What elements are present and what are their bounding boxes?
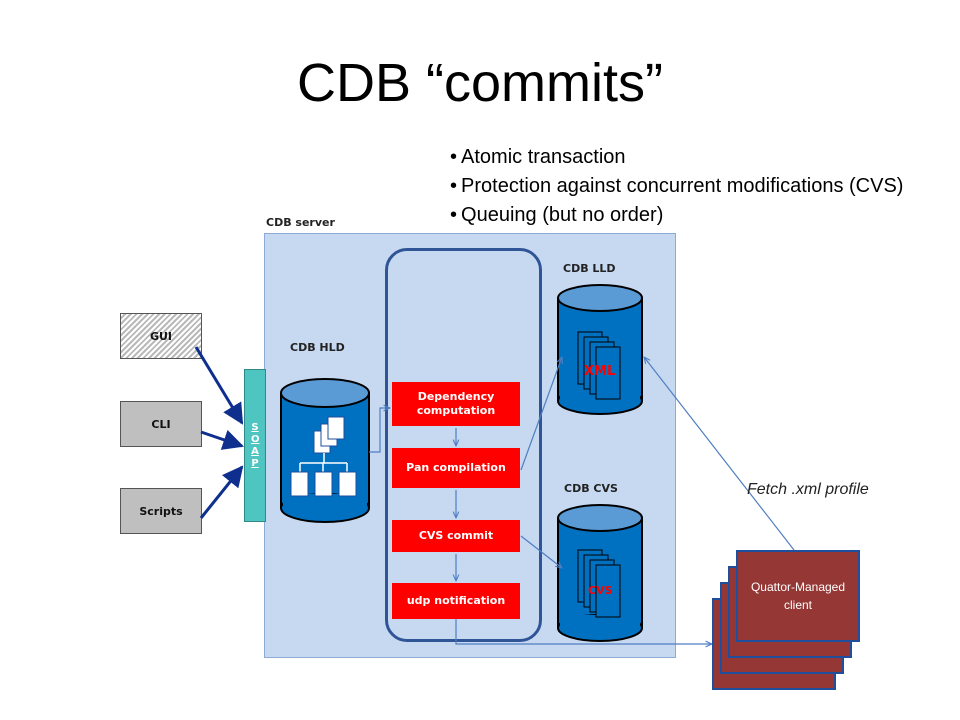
gui-to-soap-arrow — [194, 346, 244, 425]
cdb-server-label: CDB server — [266, 216, 335, 229]
fetch-profile-label: Fetch .xml profile — [747, 481, 869, 498]
cdb-hld-database-icon — [280, 378, 370, 523]
bullet-list: Atomic transaction Protection against co… — [450, 143, 903, 230]
cvs-commit-step: CVS commit — [392, 520, 520, 552]
page-title: CDB “commits” — [297, 53, 663, 113]
soap-interface: SOAP — [244, 369, 266, 522]
cli-to-soap-arrow — [200, 429, 244, 450]
pan-to-lld-arrow — [520, 357, 562, 471]
dependency-computation-step: Dependency computation — [392, 382, 520, 426]
udp-notification-step: udp notification — [392, 583, 520, 619]
cdb-lld-label: CDB LLD — [563, 262, 616, 275]
pan-compilation-step: Pan compilation — [392, 448, 520, 488]
xml-store-label: XML — [584, 364, 616, 379]
hld-to-pipeline-connector — [369, 408, 390, 453]
gui-client[interactable]: GUI — [120, 313, 202, 359]
cvs-commit-to-cvs-arrow — [520, 535, 562, 568]
cdb-cvs-database-icon — [557, 504, 643, 642]
scripts-client[interactable]: Scripts — [120, 488, 202, 534]
cdb-cvs-label: CDB CVS — [564, 482, 618, 495]
scripts-to-soap-arrow — [199, 465, 244, 519]
cdb-hld-label: CDB HLD — [290, 341, 345, 354]
managed-client-label: Quattor-Managed client — [750, 580, 846, 612]
cli-client[interactable]: CLI — [120, 401, 202, 447]
client-fetch-arrow — [644, 357, 795, 551]
bullet-atomic: Atomic transaction — [450, 143, 903, 172]
soap-label: SOAP — [251, 421, 260, 469]
managed-client-box[interactable]: Quattor-Managed client — [736, 550, 860, 642]
cdb-lld-database-icon — [557, 284, 643, 415]
commit-pipeline-box — [385, 248, 542, 642]
bullet-queuing: Queuing (but no order) — [450, 201, 903, 230]
cvs-store-label: CVS — [588, 584, 613, 597]
udp-to-client-connector — [455, 618, 712, 644]
bullet-protection: Protection against concurrent modificati… — [450, 172, 903, 201]
